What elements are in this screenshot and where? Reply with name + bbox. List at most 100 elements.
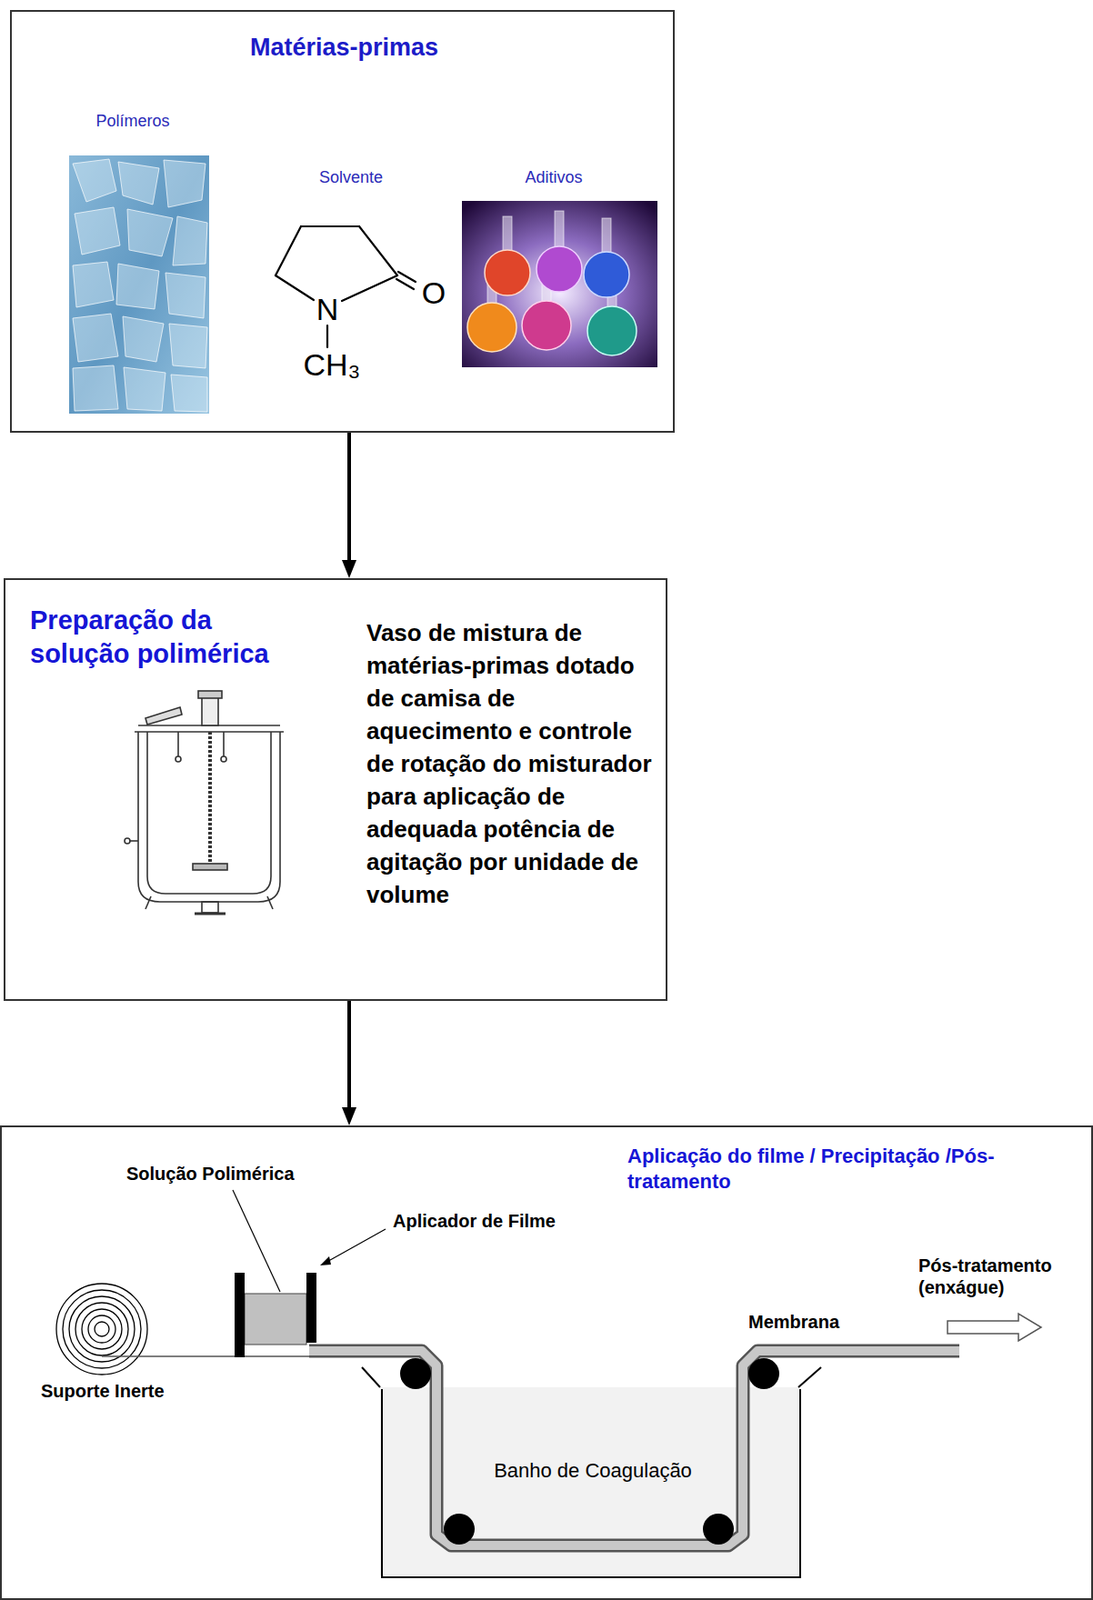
flask bbox=[583, 251, 630, 298]
flask bbox=[484, 250, 531, 296]
box-title: Preparação da solução polimérica bbox=[30, 603, 303, 672]
picture-label: Solvente bbox=[296, 169, 406, 186]
probe bbox=[222, 732, 225, 757]
crystal bbox=[172, 216, 208, 266]
bond bbox=[275, 226, 301, 276]
flask-neck bbox=[502, 216, 512, 253]
polymer-solution bbox=[244, 1293, 307, 1345]
guide-roller bbox=[400, 1358, 432, 1390]
roll-ring bbox=[88, 1315, 116, 1344]
box-title: Matérias-primas bbox=[11, 31, 677, 63]
agitator-shaft bbox=[208, 732, 212, 864]
casting-stage-box: Aplicação do filme / Precipitação /Pós-t… bbox=[0, 1125, 1093, 1600]
crystal bbox=[163, 160, 206, 208]
motor-cap bbox=[198, 691, 222, 699]
vessel-leg bbox=[145, 896, 151, 910]
polymer-picture bbox=[69, 155, 210, 414]
casting-line bbox=[56, 1190, 1042, 1576]
lid-hatch bbox=[145, 707, 182, 725]
bond bbox=[275, 275, 314, 301]
crystal bbox=[72, 261, 114, 308]
mixing-vessel bbox=[124, 691, 284, 914]
part-label: Aplicador de Filme bbox=[392, 1212, 556, 1231]
roll-ring bbox=[69, 1296, 135, 1363]
atom-symbol: N bbox=[314, 293, 341, 325]
nmp-structure bbox=[275, 226, 416, 348]
inert-support bbox=[101, 1355, 317, 1358]
solution-prep-box: Preparação da solução polimérica Vaso de … bbox=[3, 578, 668, 1002]
crystal bbox=[165, 272, 206, 319]
roll-ring bbox=[75, 1303, 129, 1356]
picture-label: Polímeros bbox=[78, 112, 188, 130]
vessel-leg bbox=[267, 896, 273, 910]
crystal bbox=[118, 161, 160, 205]
arrowhead bbox=[341, 1107, 357, 1126]
probe bbox=[177, 732, 180, 757]
leader-line bbox=[232, 1190, 281, 1293]
roll-ring bbox=[94, 1322, 110, 1337]
flask-neck bbox=[601, 218, 612, 255]
flask bbox=[521, 300, 572, 351]
guide-roller bbox=[443, 1514, 475, 1545]
flask-neck bbox=[554, 210, 564, 250]
roll-ring bbox=[56, 1283, 148, 1375]
outflow-arrow bbox=[947, 1313, 1042, 1342]
vessel-jacket bbox=[138, 732, 281, 903]
support-roll bbox=[56, 1283, 148, 1375]
double-bond bbox=[396, 279, 414, 290]
crystal bbox=[127, 209, 173, 257]
membrane-film bbox=[309, 1351, 960, 1546]
flasks-ground bbox=[461, 200, 658, 368]
crystal bbox=[169, 323, 208, 369]
bottom-outlet bbox=[201, 902, 219, 913]
leader-line bbox=[323, 1229, 386, 1264]
polymer-ground bbox=[69, 155, 210, 414]
bond bbox=[326, 325, 329, 348]
crystal bbox=[122, 316, 164, 362]
crystal bbox=[72, 313, 119, 362]
crystal bbox=[72, 365, 119, 412]
atom-group: CH₃ bbox=[290, 349, 373, 381]
flask bbox=[467, 302, 517, 352]
double-bond bbox=[398, 271, 416, 282]
guide-roller bbox=[748, 1358, 780, 1390]
leader-arrowhead bbox=[320, 1256, 331, 1266]
bond bbox=[341, 275, 398, 301]
guide-roller bbox=[702, 1514, 734, 1545]
roll-ring bbox=[81, 1309, 122, 1350]
box-body: Vaso de mistura de matérias-primas dotad… bbox=[366, 616, 662, 912]
bath-label: Banho de Coagulação bbox=[382, 1458, 803, 1485]
flow-arrow bbox=[341, 432, 357, 579]
membrane-film-edge bbox=[309, 1351, 960, 1546]
crystal bbox=[170, 374, 208, 412]
impeller bbox=[192, 863, 228, 871]
arrowhead bbox=[341, 560, 357, 579]
agitator-motor bbox=[201, 696, 219, 726]
arrow-shaft bbox=[347, 1001, 351, 1110]
crystal bbox=[116, 263, 160, 310]
bond bbox=[359, 226, 398, 276]
probe-tip bbox=[175, 756, 181, 763]
arrow-shaft bbox=[347, 432, 351, 562]
crystal bbox=[123, 367, 166, 412]
part-label: Suporte Inerte bbox=[40, 1382, 165, 1401]
outlet-flange bbox=[194, 912, 226, 916]
flask bbox=[536, 246, 582, 292]
flask bbox=[587, 306, 637, 356]
applicator-wall bbox=[234, 1273, 245, 1358]
probe-tip bbox=[220, 756, 227, 763]
polymer-crystals bbox=[72, 159, 208, 412]
coagulation-bath: Banho de Coagulação bbox=[381, 1389, 802, 1579]
applicator-blade bbox=[306, 1273, 317, 1344]
flasks-picture bbox=[461, 200, 658, 368]
crystal bbox=[74, 207, 121, 255]
picture-label: Aditivos bbox=[499, 169, 609, 186]
crystal bbox=[72, 159, 117, 202]
atom-symbol: O bbox=[418, 277, 450, 309]
vessel-wall bbox=[147, 732, 271, 894]
part-label: Solução Polimérica bbox=[126, 1164, 295, 1184]
bond bbox=[300, 225, 360, 228]
side-nozzle-end bbox=[124, 838, 131, 844]
part-label: Membrana bbox=[748, 1313, 840, 1332]
